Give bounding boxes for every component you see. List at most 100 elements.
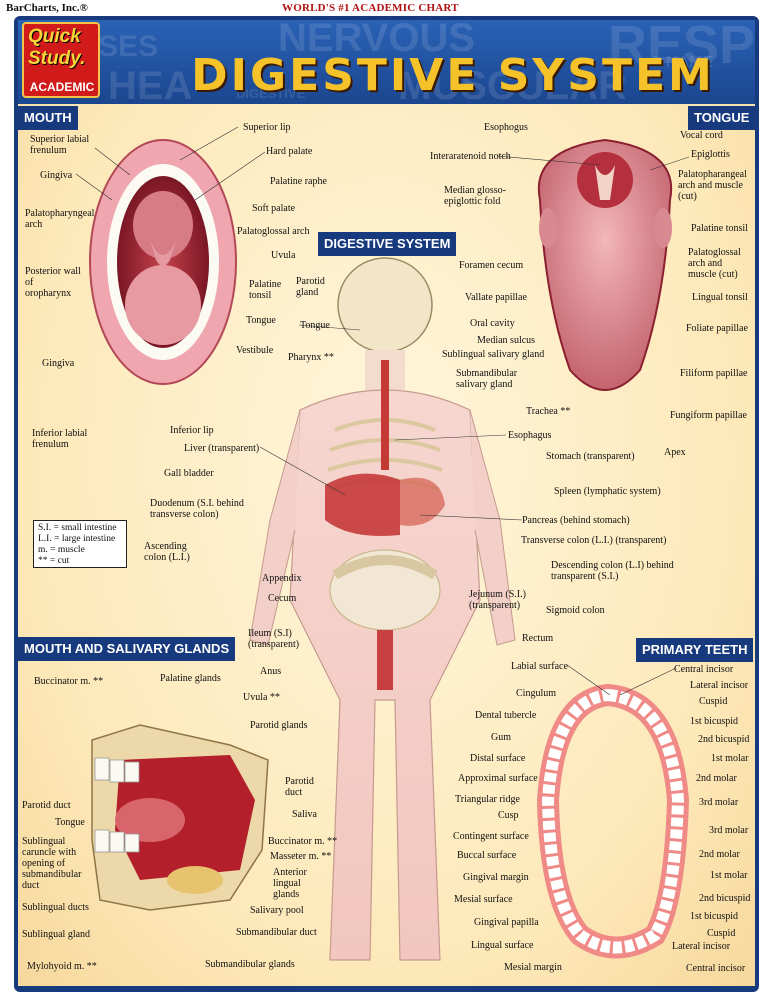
label: 3rd molar — [709, 825, 749, 836]
label: Gingival papilla — [474, 917, 539, 928]
label: Sublingual caruncle with opening of subm… — [22, 836, 82, 891]
label: Esophagus — [508, 430, 552, 441]
primary-teeth-illustration — [536, 683, 690, 959]
label: 2nd molar — [699, 849, 740, 860]
label: Ileum (S.I) (transparent) — [248, 628, 300, 650]
section-mouth: MOUTH — [18, 106, 78, 130]
label: Palatine tonsil — [691, 223, 748, 234]
label: Palatoglossal arch and muscle (cut) — [688, 247, 741, 280]
label: Cuspid — [699, 696, 728, 707]
publisher-name: BarCharts, Inc.® — [6, 2, 88, 14]
label: Lingual tonsil — [692, 292, 748, 303]
label: Gall bladder — [164, 468, 214, 479]
label: Tongue — [246, 315, 276, 326]
label: 2nd molar — [696, 773, 737, 784]
logo-academic: ACADEMIC — [29, 80, 95, 94]
ghost-word: MUSCULAR — [398, 64, 627, 104]
label: Inferior lip — [170, 425, 214, 436]
legend-item: m. = muscle — [38, 545, 85, 555]
label: Gingiva — [40, 170, 73, 181]
label: Cingulum — [516, 688, 557, 699]
label: Cecum — [268, 593, 297, 604]
label: Palatopharangeal arch and muscle (cut) — [678, 169, 747, 202]
label: Lateral incisor — [672, 941, 731, 952]
label: Dental tubercle — [475, 710, 537, 721]
label: Palatine tonsil — [249, 279, 282, 301]
label: Vocal cord — [680, 130, 723, 141]
label: Fungiform papillae — [670, 410, 747, 421]
label: Palatine raphe — [270, 176, 327, 187]
label: Palatopharyngeal arch — [25, 208, 95, 230]
label: Sublingual gland — [22, 929, 91, 940]
ghost-word: DIGESTIVE — [236, 86, 306, 101]
page-title: DIGESTIVE SYSTEM — [191, 50, 715, 101]
label: Cusp — [498, 810, 519, 821]
label: Palatoglossal arch — [237, 226, 310, 237]
label: Parotid glands — [250, 720, 308, 731]
label: Sublingual ducts — [22, 902, 89, 913]
abbreviation-legend: S.I. = small intestine L.I. = large inte… — [33, 520, 127, 568]
label: Gingival margin — [463, 872, 529, 883]
label: 1st molar — [711, 753, 749, 764]
section-tongue: TONGUE — [688, 106, 756, 130]
label: Interaratenoid notch — [430, 151, 511, 162]
label: Liver (transparent) — [184, 443, 260, 454]
label: Foramen cecum — [459, 260, 524, 271]
tagline: WORLD'S #1 ACADEMIC CHART — [282, 2, 459, 14]
label: Gingiva — [42, 358, 75, 369]
label: Labial surface — [511, 661, 568, 672]
ghost-word: & NAME — [650, 54, 714, 71]
leader-lines — [75, 126, 690, 696]
label: Parotid gland — [296, 276, 325, 298]
salivary-glands-illustration — [91, 724, 269, 911]
section-digestive-system: DIGESTIVE SYSTEM — [318, 232, 457, 256]
label: 3rd molar — [699, 797, 739, 808]
label: Submandibular duct — [236, 927, 317, 938]
label: Rectum — [522, 633, 554, 644]
label: Transverse colon (L.I.) (transparent) — [521, 535, 667, 546]
label: Buccinator m. ** — [268, 836, 338, 847]
label: Spleen (lymphatic system) — [554, 486, 661, 497]
label: Vallate papillae — [465, 292, 527, 303]
ghost-word: NERVOUS — [278, 20, 476, 60]
label: Central incisor — [674, 664, 734, 675]
label: Trachea ** — [526, 406, 571, 417]
label: Submandibular glands — [205, 959, 295, 970]
tongue-illustration — [537, 138, 673, 391]
label: Cuspid — [707, 928, 736, 939]
label: Oral cavity — [470, 318, 515, 329]
label: Approximal surface — [458, 773, 538, 784]
header-banner: SES NERVOUS RESP HEA DIGESTIVE MUSCULAR … — [18, 20, 755, 104]
label: Esophogus — [484, 122, 528, 133]
label: Filiform papillae — [680, 368, 748, 379]
label: Sublingual salivary gland — [442, 349, 545, 360]
ghost-word: RESP — [608, 20, 755, 75]
section-primary-teeth: PRIMARY TEETH — [636, 638, 754, 662]
label: Pharynx ** — [288, 352, 334, 363]
label: Descending colon (L.I) behind transparen… — [551, 560, 674, 582]
label: Submandibular salivary gland — [456, 368, 518, 390]
label: 1st bicuspid — [690, 911, 739, 922]
legend-item: ** = cut — [38, 556, 70, 566]
label: 2nd bicuspid — [699, 893, 751, 904]
label: Jejunum (S.I.) (transparent) — [469, 589, 526, 611]
label: Uvula — [271, 250, 296, 261]
section-salivary-glands: MOUTH AND SALIVARY GLANDS — [18, 637, 236, 661]
label: Duodenum (S.I. behind transverse colon) — [150, 498, 244, 520]
label: Median glosso-epiglottic fold — [444, 185, 506, 207]
label: Mesial margin — [504, 962, 562, 973]
label: Vestibule — [236, 345, 274, 356]
label: Parotid duct — [285, 776, 314, 798]
label: Epiglottis — [691, 149, 730, 160]
label: Stomach (transparent) — [546, 451, 635, 462]
label: Buccinator m. ** — [34, 676, 104, 687]
label: Median sulcus — [477, 335, 536, 346]
label: 1st molar — [710, 870, 748, 881]
label: Appendix — [262, 573, 302, 584]
label: Contingent surface — [453, 831, 529, 842]
label: Central incisor — [686, 963, 746, 974]
open-mouth-illustration — [89, 139, 237, 385]
